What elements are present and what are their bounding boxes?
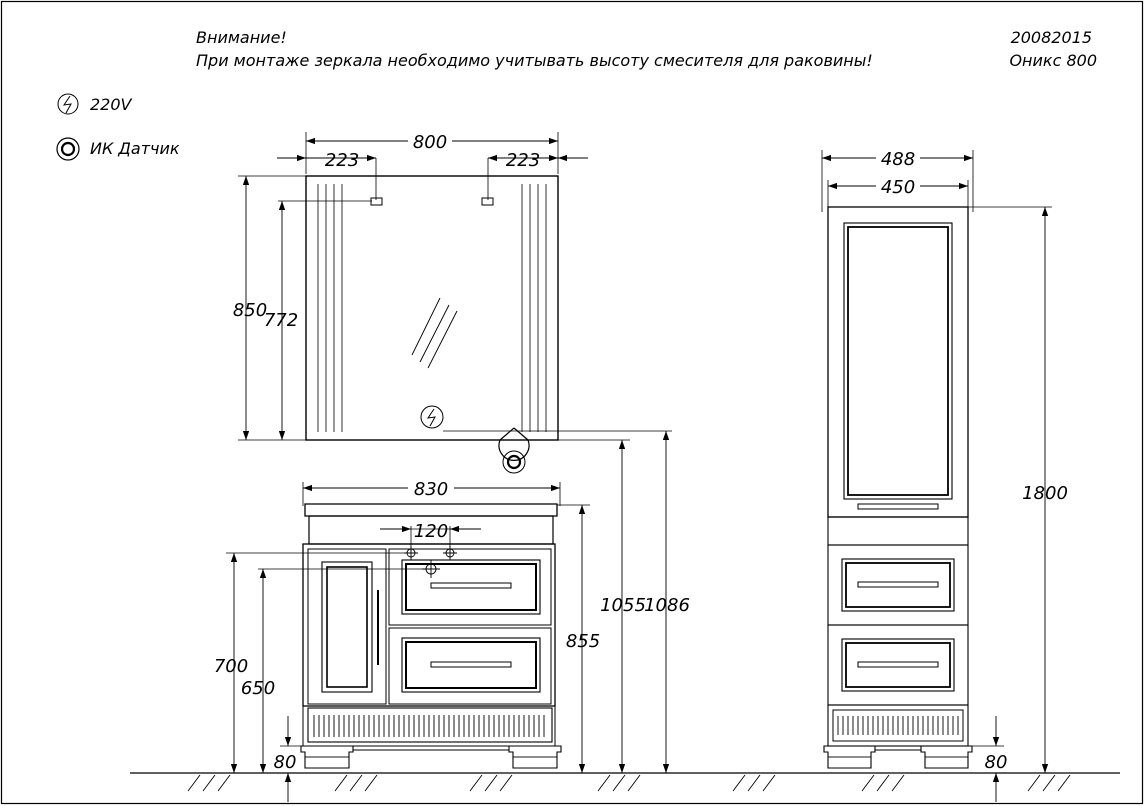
legend-label-ir-sensor: ИК Датчик <box>90 139 180 158</box>
legend: 220V ИК Датчик <box>56 93 180 161</box>
model-name: Оникс 800 <box>1009 51 1097 70</box>
dim-column-plinth-height: 80 <box>985 752 1008 773</box>
tall-column-cabinet <box>823 206 973 769</box>
column-grille <box>837 716 959 735</box>
floor-line <box>130 772 1120 792</box>
document-code: 20082015 <box>1011 28 1092 47</box>
power-outlet-icon <box>57 93 79 115</box>
dim-column-height: 1800 <box>1022 483 1068 504</box>
dim-vanity-width: 830 <box>414 479 448 500</box>
dim-faucet-spacing: 120 <box>414 521 448 542</box>
dim-vanity-height: 855 <box>566 631 600 652</box>
dim-mirror-bottom-height: 1055 <box>600 595 646 616</box>
vanity-grille <box>313 715 545 737</box>
dim-mirror-left-offset: 223 <box>325 150 359 171</box>
mirror <box>305 175 559 474</box>
dim-column-body-width: 450 <box>881 177 915 198</box>
column-dimensions: 488 450 1800 80 <box>821 148 1068 802</box>
dim-drain-height-650: 650 <box>241 678 275 699</box>
dim-drain-height-700: 700 <box>214 656 248 677</box>
dim-mirror-height: 850 <box>233 300 267 321</box>
warning-title: Внимание! <box>196 28 287 47</box>
mirror-power-outlet-icon <box>420 405 444 429</box>
vanity-dimensions: 830 120 855 1055 1086 700 650 80 <box>214 431 690 802</box>
legend-label-220v: 220V <box>90 95 133 114</box>
mirror-ir-sensor-icon <box>498 427 530 474</box>
dim-mirror-right-offset: 223 <box>506 150 540 171</box>
dim-plinth-height: 80 <box>274 752 297 773</box>
vanity-cabinet <box>300 503 562 769</box>
dim-mirror-width: 800 <box>413 132 447 153</box>
mirror-dimensions: 800 223 223 850 772 <box>233 131 672 441</box>
dim-outlet-height: 1086 <box>644 595 690 616</box>
warning-text: При монтаже зеркала необходимо учитывать… <box>196 51 873 70</box>
dim-mirror-inner-height: 772 <box>264 310 298 331</box>
dim-column-total-width: 488 <box>881 149 915 170</box>
ir-sensor-icon <box>56 137 80 161</box>
